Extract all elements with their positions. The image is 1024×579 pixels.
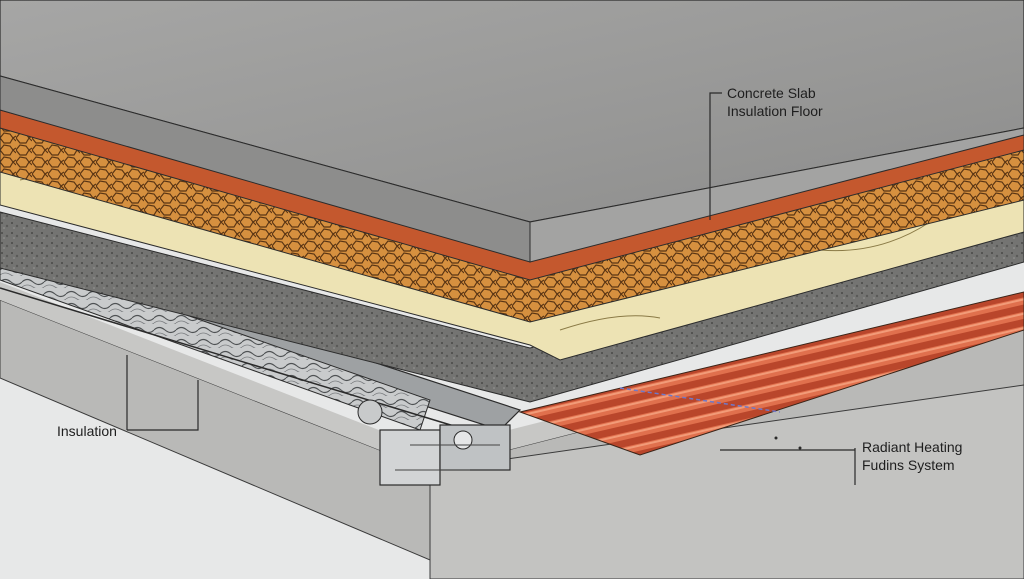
base-concrete-top	[0, 282, 1024, 470]
leader-radiant-heating	[720, 448, 856, 485]
label-fuding-system: Fudins System	[862, 457, 955, 473]
base-concrete-front-face	[429, 384, 1024, 579]
aggregate-layer	[0, 211, 1024, 403]
label-concrete-slab: Concrete Slab	[727, 85, 816, 101]
marker-dot	[798, 446, 802, 450]
label-radiant-heating: Radiant Heating	[862, 439, 963, 455]
leader-concrete-slab	[709, 92, 722, 220]
manifold-unit	[357, 399, 511, 486]
marker-dot	[774, 436, 778, 440]
radiant-heating-pipes	[518, 291, 1024, 456]
leader-insulation	[126, 355, 199, 431]
label-insulation-floor: Insulation Floor	[727, 103, 823, 119]
label-insulation: Insulation	[57, 423, 117, 439]
blue-dash-line	[619, 387, 781, 413]
concrete-slab-side	[0, 75, 531, 263]
